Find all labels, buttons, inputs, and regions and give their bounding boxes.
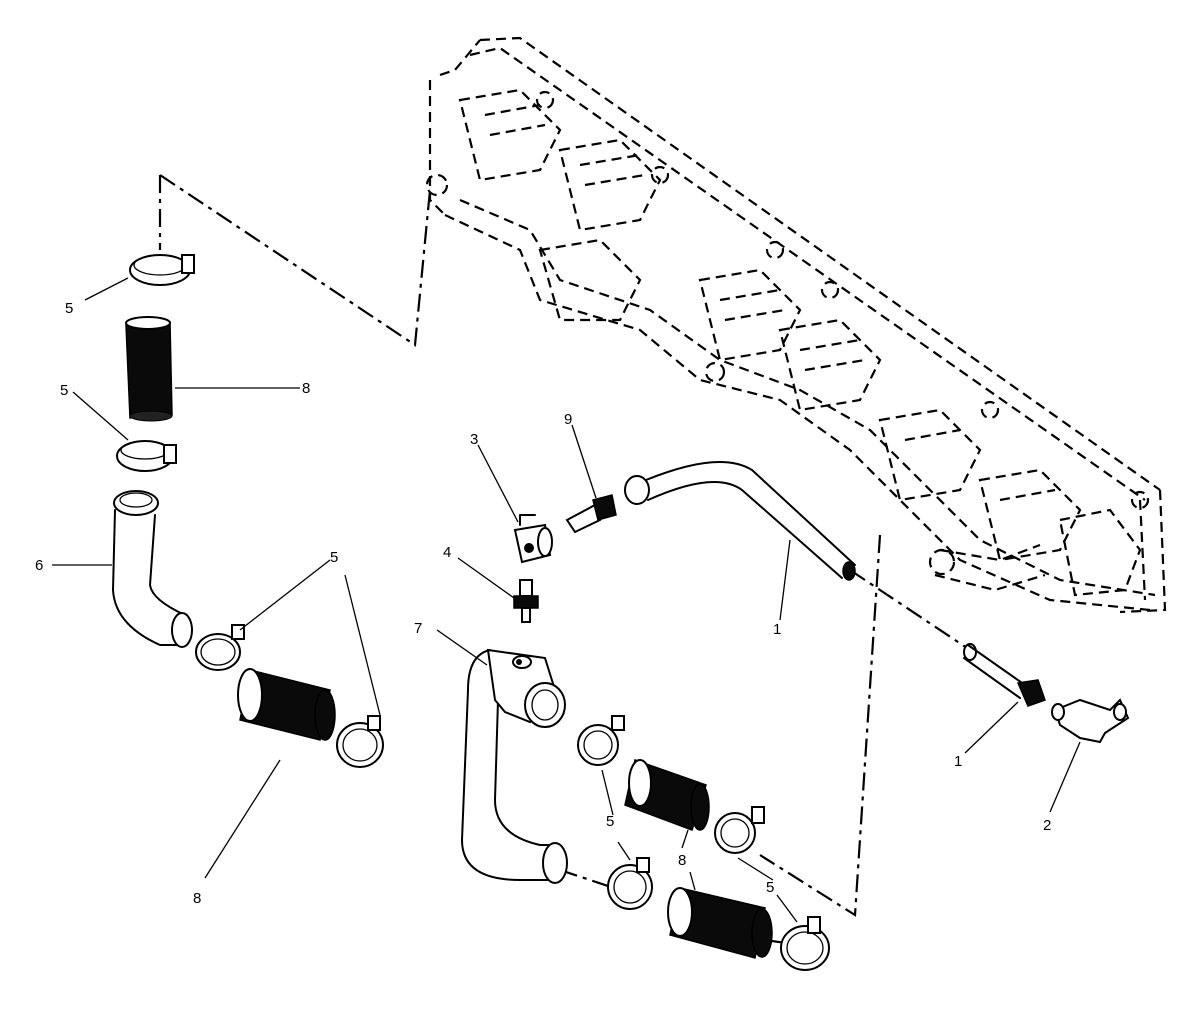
callout-leaders [52, 277, 1081, 923]
callout-1: 1 [954, 753, 962, 770]
hose-clamp-icon [714, 806, 765, 854]
nipple-fitting-icon [565, 494, 617, 534]
callout-6: 6 [35, 557, 43, 574]
nipple-fitting-icon [513, 579, 539, 623]
callout-5: 5 [65, 300, 73, 317]
hose-clamp-icon [577, 715, 625, 766]
left-hose-assembly [112, 254, 384, 768]
hose-icon [667, 887, 773, 959]
hose-clamp-icon [195, 624, 245, 671]
callout-3: 3 [470, 431, 478, 448]
callout-7: 7 [414, 620, 422, 637]
callout-8: 8 [678, 852, 686, 869]
callout-4: 4 [443, 544, 451, 561]
callout-1: 1 [773, 621, 781, 638]
callout-labels: 5 8 5 6 5 8 3 9 4 7 1 1 2 5 8 5 [35, 300, 1051, 907]
elbow-fitting-icon [1051, 698, 1130, 744]
hose-clamp-icon [336, 715, 384, 768]
hose-clamp-icon [780, 916, 830, 971]
hose-clamp-icon [116, 440, 177, 472]
callout-5: 5 [330, 549, 338, 566]
callout-8: 8 [302, 380, 310, 397]
hose-clamp-icon [607, 857, 653, 910]
tee-fitting-icon [513, 514, 553, 564]
exhaust-manifold-outline [425, 36, 1167, 614]
callout-9: 9 [564, 411, 572, 428]
hose-clamp-icon [129, 254, 195, 286]
u-pipe-icon [461, 648, 568, 884]
callout-5: 5 [606, 813, 614, 830]
hose-icon [125, 316, 173, 422]
callout-5: 5 [60, 382, 68, 399]
callout-2: 2 [1043, 817, 1051, 834]
elbow-pipe-icon [112, 490, 193, 648]
bolt-icon [963, 643, 1046, 707]
assembly-lines [158, 174, 971, 947]
hose-icon [624, 759, 710, 831]
callout-8: 8 [193, 890, 201, 907]
right-parts [963, 643, 1130, 744]
center-assembly [461, 461, 856, 971]
callout-5: 5 [766, 879, 774, 896]
hose-icon [237, 668, 336, 741]
tube-icon [624, 461, 856, 581]
